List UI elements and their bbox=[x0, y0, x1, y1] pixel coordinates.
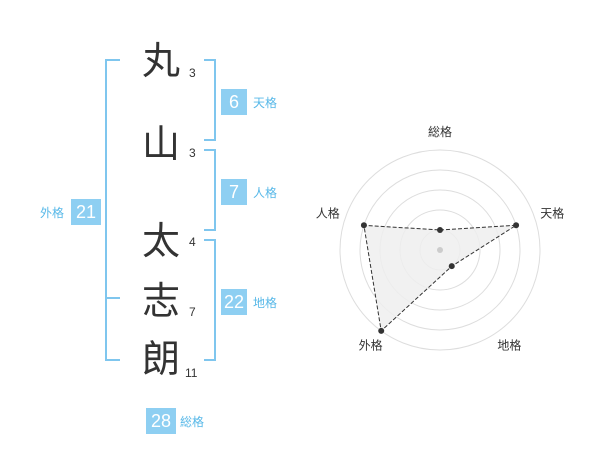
stroke-count-5: 11 bbox=[185, 366, 198, 380]
radar-axis-label-5: 人格 bbox=[316, 206, 340, 221]
radar-ring-4 bbox=[359, 169, 521, 331]
radar-ring-5 bbox=[339, 149, 541, 351]
chikaku-value-badge: 22 bbox=[221, 289, 247, 315]
stroke-count-4: 7 bbox=[189, 305, 196, 319]
gaikaku-value-badge: 21 bbox=[71, 199, 101, 225]
jinkaku-label: 人格 bbox=[253, 186, 278, 200]
gaikaku-bracket bbox=[105, 59, 120, 361]
stroke-count-1: 3 bbox=[189, 66, 196, 80]
radar-center-dot bbox=[437, 247, 443, 253]
radar-point-3 bbox=[448, 263, 455, 270]
stroke-count-3: 4 bbox=[189, 235, 196, 249]
chikaku-label: 地格 bbox=[253, 296, 278, 310]
radar-polygon bbox=[363, 224, 517, 332]
tenkaku-label: 天格 bbox=[253, 96, 278, 110]
radar-point-2 bbox=[513, 222, 520, 229]
soukaku-value-badge: 28 bbox=[146, 408, 176, 434]
tenkaku-value-badge: 6 bbox=[221, 89, 247, 115]
radar-axis-label-3: 地格 bbox=[497, 338, 521, 353]
name-char-1: 丸 bbox=[142, 39, 181, 83]
name-char-4: 志 bbox=[142, 279, 181, 323]
soukaku-label: 総格 bbox=[180, 415, 205, 429]
name-char-2: 山 bbox=[142, 122, 181, 166]
gaikaku-label: 外格 bbox=[40, 206, 65, 220]
tenkaku-bracket bbox=[204, 59, 216, 141]
stroke-count-2: 3 bbox=[189, 146, 196, 160]
name-char-3: 太 bbox=[142, 219, 181, 263]
jinkaku-bracket bbox=[204, 149, 216, 231]
radar-axis-label-4: 外格 bbox=[359, 338, 383, 353]
name-char-5: 朗 bbox=[142, 337, 181, 381]
radar-axis-label-1: 総格 bbox=[428, 124, 452, 139]
radar-point-1 bbox=[437, 227, 443, 233]
radar-point-4 bbox=[378, 327, 385, 334]
jinkaku-value-badge: 7 bbox=[221, 179, 247, 205]
chikaku-bracket bbox=[204, 239, 216, 361]
radar-point-5 bbox=[360, 222, 367, 229]
radar-axis-label-2: 天格 bbox=[540, 206, 564, 221]
